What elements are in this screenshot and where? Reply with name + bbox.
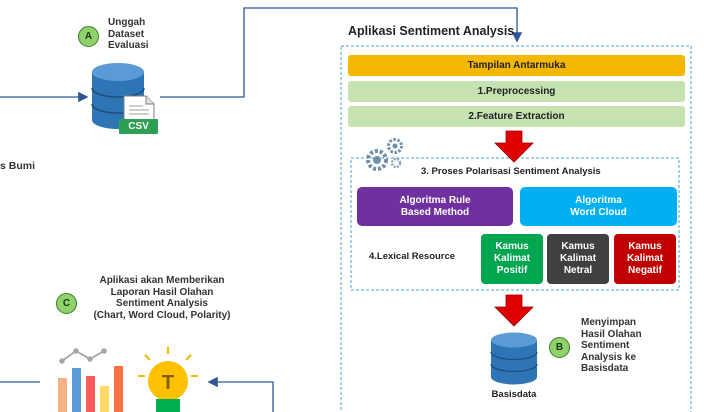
interface-bar: Tampilan Antarmuka: [348, 55, 685, 76]
polarization-title: 3. Proses Polarisasi Sentiment Analysis: [421, 166, 601, 177]
kamus-positif-line1: Kamus: [495, 241, 529, 252]
step-a-line2: Dataset: [108, 28, 145, 40]
step-c-line2: Laporan Hasil Olahan: [110, 286, 214, 298]
red-arrow-down-2: [494, 294, 534, 327]
gears-icon: [366, 138, 403, 171]
step-b-line2: Hasil Olahan: [581, 328, 642, 340]
kamus-netral-box: Kamus Kalimat Netral: [547, 234, 609, 284]
algo-rule-box: Algoritma Rule Based Method: [357, 187, 513, 226]
step-c-line3: Sentiment Analysis: [116, 298, 208, 309]
step-b-line5: Basisdata: [581, 363, 629, 374]
basisdata-database-icon: [490, 332, 538, 385]
feature-extraction-bar: 2.Feature Extraction: [348, 106, 685, 127]
step-c-badge: C: [56, 293, 77, 314]
step-a-caption: Unggah Dataset Evaluasi: [108, 17, 149, 52]
step-b-caption: Menyimpan Hasil Olahan Sentiment Analysi…: [581, 317, 642, 375]
kamus-netral-line1: Kamus: [561, 241, 595, 252]
step-c-line1: Aplikasi akan Memberikan: [99, 275, 225, 286]
kamus-negatif-box: Kamus Kalimat Negatif: [614, 234, 676, 284]
step-b-line4: Analysis ke: [581, 351, 637, 363]
csv-label: CSV: [128, 121, 149, 132]
step-a-line3: Evaluasi: [108, 40, 149, 51]
step-b-line3: Sentiment: [581, 340, 630, 351]
step-a-line1: Unggah: [108, 17, 146, 28]
csv-file-icon: [119, 95, 158, 134]
algo-wordcloud-box: Algoritma Word Cloud: [520, 187, 677, 226]
preprocessing-bar: 1.Preprocessing: [348, 81, 685, 102]
svg-text:T: T: [162, 372, 174, 394]
step-a-badge: A: [78, 26, 99, 47]
algo-rule-line2: Based Method: [400, 206, 470, 218]
kamus-positif-box: Kamus Kalimat Positif: [481, 234, 543, 284]
app-title: Aplikasi Sentiment Analysis: [348, 24, 515, 38]
lexical-label: 4.Lexical Resource: [369, 251, 456, 262]
step-b-line1: Menyimpan: [581, 317, 637, 328]
kamus-positif-line2: Kalimat: [493, 253, 531, 264]
basisdata-label: Basisdata: [491, 389, 537, 400]
step-b-badge: B: [549, 337, 570, 358]
connector-return-to-report: [207, 376, 274, 412]
kamus-negatif-line3: Negatif: [628, 265, 662, 276]
algo-wordcloud-line1: Algoritma: [575, 194, 622, 206]
lightbulb-icon: T: [138, 347, 198, 412]
red-arrow-down-1: [494, 130, 534, 163]
left-partial-label: s Bumi: [0, 160, 36, 172]
chart-icon: [58, 348, 123, 412]
step-c-line4: (Chart, Word Cloud, Polarity): [93, 309, 231, 321]
kamus-positif-line3: Positif: [496, 265, 528, 276]
connector-dataset-to-app: [160, 7, 523, 98]
kamus-netral-line2: Kalimat: [559, 253, 597, 264]
kamus-negatif-line1: Kamus: [628, 241, 662, 252]
app-container: [340, 45, 692, 412]
kamus-netral-line3: Netral: [563, 265, 593, 276]
algo-rule-line1: Algoritma Rule: [399, 194, 471, 206]
step-c-caption: Aplikasi akan Memberikan Laporan Hasil O…: [82, 275, 242, 321]
kamus-negatif-line2: Kalimat: [626, 253, 664, 264]
algo-wordcloud-line2: Word Cloud: [570, 206, 627, 218]
